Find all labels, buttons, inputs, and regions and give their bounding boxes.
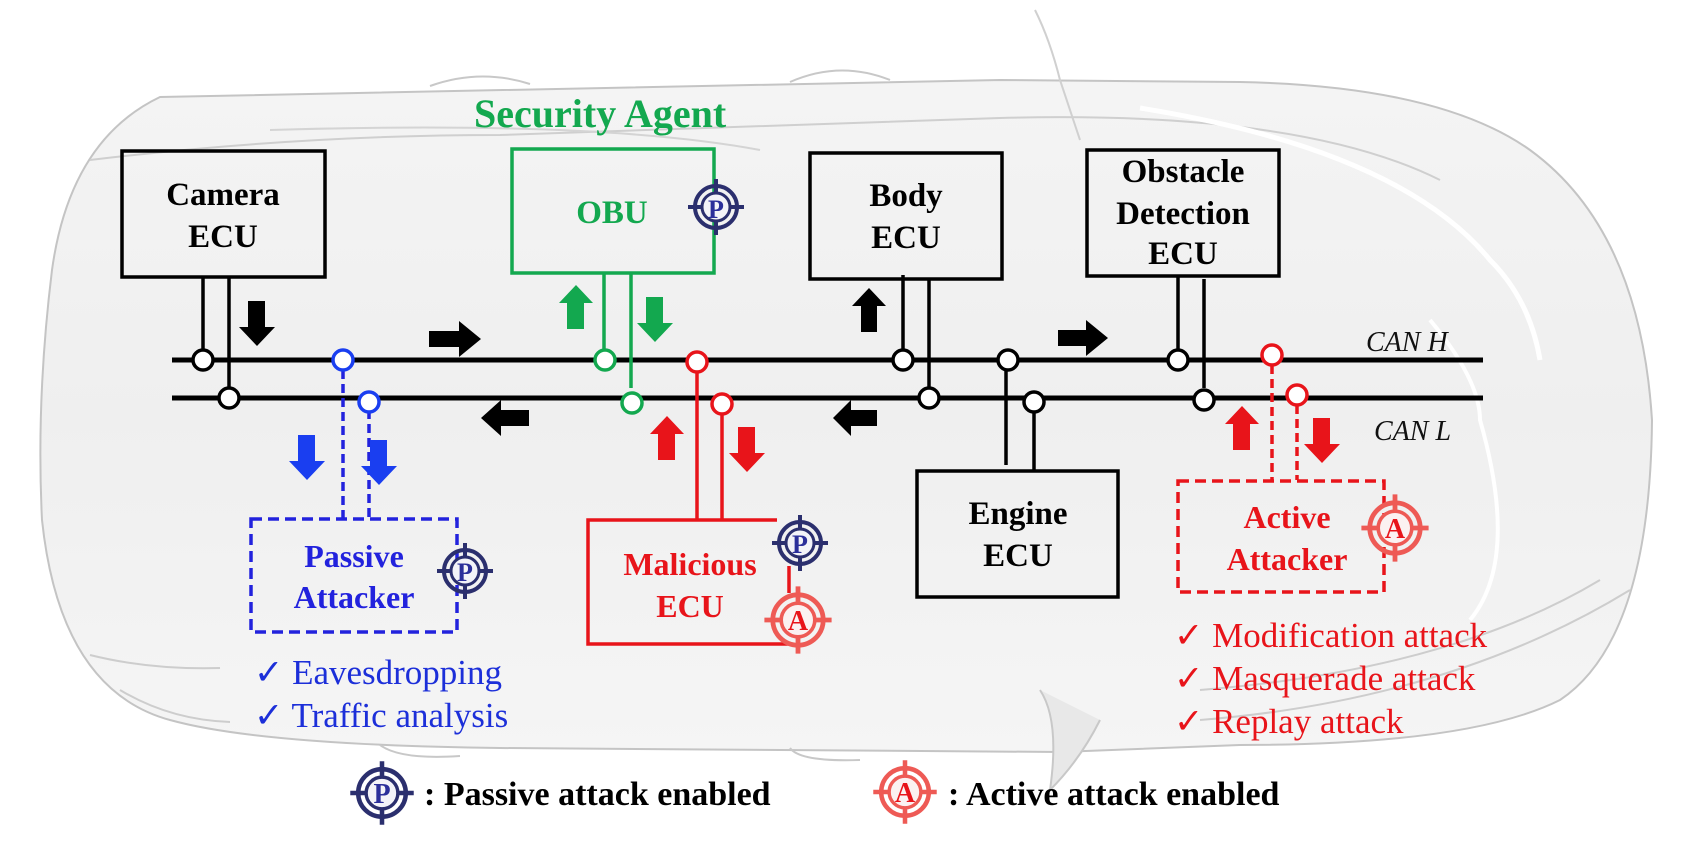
- malicious-ecu-label-2: ECU: [656, 588, 724, 624]
- svg-text:P: P: [457, 558, 473, 587]
- legend: P : Passive attack enabled A : Active at…: [350, 760, 1280, 824]
- svg-text:A: A: [788, 606, 809, 637]
- passive-can-l-node: [357, 390, 381, 414]
- svg-text:A: A: [1385, 514, 1406, 545]
- active-can-h-node: [1260, 343, 1284, 367]
- camera-ecu[interactable]: Camera ECU: [120, 149, 327, 410]
- can-l-left-arrow-icon: [833, 400, 877, 436]
- can-l-left-arrow-icon: [481, 400, 529, 436]
- active-can-l-node: [1285, 383, 1309, 407]
- malicious-ecu[interactable]: Malicious ECU: [586, 350, 791, 646]
- active-attacker-label-1: Active: [1243, 499, 1330, 535]
- can-h-right-arrow-icon: [1058, 320, 1108, 356]
- svg-text:A: A: [895, 778, 916, 809]
- camera-down-arrow-icon: [239, 301, 275, 346]
- malicious-can-l-node: [710, 392, 734, 416]
- passive-attacker-label-1: Passive: [304, 538, 404, 574]
- camera-can-h-node: [191, 348, 215, 372]
- active-capability-modification: ✓ Modification attack: [1174, 616, 1488, 655]
- camera-ecu-label-2: ECU: [188, 219, 258, 255]
- body-can-h-node: [891, 348, 915, 372]
- camera-can-l-node: [217, 386, 241, 410]
- obu-can-l-node: [620, 391, 644, 415]
- passive-attacker[interactable]: Passive Attacker: [249, 348, 459, 634]
- obu-can-h-node: [593, 348, 617, 372]
- legend-active-icon: A: [873, 760, 936, 823]
- body-ecu-label-1: Body: [869, 178, 943, 214]
- engine-ecu-label-1: Engine: [968, 496, 1067, 532]
- passive-attack-icon: P: [686, 177, 746, 237]
- svg-text:P: P: [792, 530, 808, 559]
- camera-ecu-label-1: Camera: [166, 177, 280, 213]
- active-attacker-label-2: Attacker: [1227, 541, 1348, 577]
- engine-can-h-node: [996, 348, 1020, 372]
- legend-active-text: : Active attack enabled: [948, 776, 1280, 813]
- passive-attack-icon: P: [435, 541, 495, 601]
- passive-can-h-node: [331, 348, 355, 372]
- passive-down-arrow-icon: [289, 435, 325, 480]
- obu-ecu[interactable]: OBU: [510, 147, 716, 415]
- engine-can-l-node: [1022, 390, 1046, 414]
- security-agent-title: Security Agent: [474, 91, 727, 136]
- malicious-can-h-node: [685, 350, 709, 374]
- active-up-arrow-icon: [1225, 406, 1259, 450]
- malicious-down-arrow-icon: [729, 427, 765, 472]
- obstacle-can-l-node: [1192, 388, 1216, 412]
- engine-ecu-label-2: ECU: [983, 538, 1053, 574]
- can-h-label: CAN H: [1366, 327, 1449, 358]
- malicious-up-arrow-icon: [650, 416, 684, 460]
- obu-down-arrow-icon: [637, 297, 673, 342]
- active-attack-icon: A: [1361, 494, 1428, 561]
- passive-attacker-label-2: Attacker: [294, 579, 415, 615]
- svg-text:P: P: [708, 195, 724, 224]
- obu-label: OBU: [576, 195, 648, 231]
- body-up-arrow-icon: [852, 288, 886, 332]
- legend-passive-text: : Passive attack enabled: [424, 776, 771, 813]
- passive-attack-icon: P: [770, 513, 830, 573]
- obstacle-ecu-label-1: Obstacle: [1122, 154, 1245, 190]
- passive-capability-eavesdropping: ✓ Eavesdropping: [254, 653, 502, 692]
- can-l-label: CAN L: [1374, 416, 1451, 447]
- body-can-l-node: [917, 386, 941, 410]
- malicious-ecu-label-1: Malicious: [623, 546, 756, 582]
- obstacle-ecu-label-2: Detection: [1116, 196, 1250, 232]
- obstacle-ecu-label-3: ECU: [1148, 236, 1218, 272]
- obstacle-detection-ecu[interactable]: Obstacle Detection ECU: [1085, 148, 1281, 412]
- engine-ecu[interactable]: Engine ECU: [915, 348, 1120, 599]
- body-ecu-label-2: ECU: [871, 220, 941, 256]
- obu-up-arrow-icon: [559, 285, 593, 329]
- active-capability-replay: ✓ Replay attack: [1174, 702, 1404, 741]
- passive-down-arrow-icon: [361, 440, 397, 485]
- passive-capability-traffic-analysis: ✓ Traffic analysis: [254, 696, 508, 735]
- active-capability-masquerade: ✓ Masquerade attack: [1174, 659, 1476, 698]
- body-ecu[interactable]: Body ECU: [808, 151, 1004, 410]
- active-attack-icon: A: [764, 586, 831, 653]
- active-down-arrow-icon: [1304, 418, 1340, 463]
- svg-text:P: P: [373, 779, 390, 810]
- can-h-right-arrow-icon: [429, 321, 481, 357]
- obstacle-can-h-node: [1166, 348, 1190, 372]
- arrows: [239, 285, 1340, 485]
- legend-passive-icon: P: [350, 761, 413, 824]
